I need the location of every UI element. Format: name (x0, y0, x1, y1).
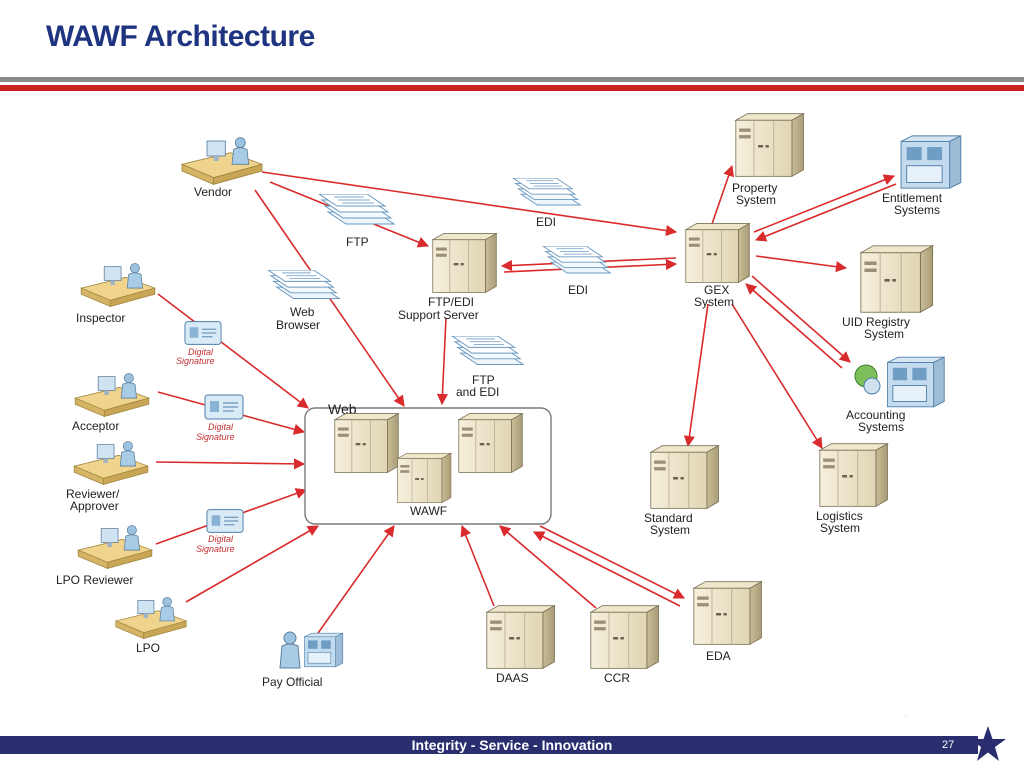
arrow-lpo-web (185, 525, 319, 603)
digital-signature-icon-2 (204, 394, 244, 420)
daas-server-icon (486, 605, 555, 669)
edi-mid-label: EDI (568, 283, 588, 297)
arrow-eda-web (533, 531, 681, 607)
signature-3-label-2: Signature (196, 544, 235, 554)
entitlement-label-1: Entitlement (882, 191, 943, 205)
entitlement-systems-icon (900, 135, 962, 189)
standard-label-2: System (650, 523, 690, 537)
web-browser-docs-icon (267, 270, 340, 300)
acceptor-icon (74, 373, 150, 417)
ftp-server-label-1: FTP/EDI (428, 295, 474, 309)
star-icon (970, 726, 1006, 761)
uid-label-1: UID Registry (842, 315, 910, 329)
standard-server-icon (650, 445, 719, 509)
ccr-label: CCR (604, 671, 630, 685)
standard-label-1: Standard (644, 511, 693, 525)
entitlement-label-2: Systems (894, 203, 940, 217)
slide-title: WAWF Architecture (46, 20, 315, 53)
uid-server-icon (860, 245, 934, 313)
arrow-pay-official-web (315, 525, 395, 637)
accounting-label-2: Systems (858, 420, 904, 434)
small-mark: · (904, 712, 907, 721)
footer-bar (0, 736, 978, 754)
ftp-edi-doc-label-1: FTP (472, 373, 495, 387)
eda-label: EDA (706, 649, 731, 663)
reviewer-label-1: Reviewer/ (66, 487, 120, 501)
arrow-inspector-web (157, 293, 309, 409)
header-rule-gray (0, 77, 1024, 82)
gex-server-icon (685, 223, 750, 283)
ftp-server-label-2: Support Server (398, 308, 479, 322)
signature-2-label-2: Signature (196, 432, 235, 442)
property-label-2: System (736, 193, 776, 207)
arrow-accounting-gex (745, 283, 843, 369)
web-browser-label-2: Browser (276, 318, 320, 332)
wawf-server-2 (458, 413, 523, 473)
ftp-edi-server-icon (432, 233, 497, 293)
reviewer-label-2: Approver (70, 499, 119, 513)
lpo-reviewer-label: LPO Reviewer (56, 573, 133, 587)
header-rule-red (0, 85, 1024, 91)
pay-official-icon (279, 631, 344, 669)
ftp-edi-docs-icon (451, 336, 524, 366)
gex-label-2: System (694, 295, 734, 309)
arrow-vendor-gex (261, 171, 678, 237)
acceptor-label: Acceptor (72, 419, 119, 433)
eda-server-icon (693, 581, 762, 645)
arrow-gex-property (711, 164, 735, 225)
wawf-label: WAWF (410, 504, 447, 518)
arrow-ccr-web (499, 525, 597, 609)
pay-official-label: Pay Official (262, 675, 322, 689)
arrow-entitlement-gex (754, 183, 897, 242)
inspector-label: Inspector (76, 311, 125, 325)
connection-arrows (155, 164, 897, 637)
lpo-icon (115, 597, 187, 639)
edi-top-label: EDI (536, 215, 556, 229)
digital-signature-icon-3 (206, 509, 244, 533)
signature-1-label-2: Signature (176, 356, 215, 366)
arrow-gex-entitlement (753, 174, 896, 233)
property-label-1: Property (732, 181, 777, 195)
signature-3-label-1: Digital (208, 534, 234, 544)
lpo-label: LPO (136, 641, 160, 655)
accounting-systems-icon (854, 356, 945, 408)
daas-label: DAAS (496, 671, 529, 685)
web-label: Web (328, 401, 357, 417)
web-browser-label-1: Web (290, 305, 315, 319)
arrow-gex-accounting (751, 275, 851, 363)
accounting-label-1: Accounting (846, 408, 905, 422)
digital-signature-icon-1 (184, 321, 222, 345)
arrow-gex-uid (755, 255, 848, 273)
arrow-daas-web (460, 524, 495, 607)
uid-label-2: System (864, 327, 904, 341)
footer-tagline: Integrity - Service - Innovation (411, 737, 613, 753)
vendor-label: Vendor (194, 185, 232, 199)
ftp-edi-doc-label-2: and EDI (456, 385, 499, 399)
vendor-icon (181, 137, 263, 185)
arrow-gex-standard (683, 303, 709, 448)
arrow-ftp-server-web (436, 317, 449, 406)
wawf-server-1 (334, 413, 399, 473)
logistics-server-icon (819, 443, 888, 507)
ftp-doc-label: FTP (346, 235, 369, 249)
arrow-web-eda (539, 525, 686, 599)
wawf-server-3 (397, 452, 452, 504)
edi-docs-top-icon (512, 178, 581, 206)
ccr-server-icon (590, 605, 659, 669)
signature-1-label-1: Digital (188, 347, 214, 357)
logistics-label-1: Logistics (816, 509, 863, 523)
arrow-reviewer-web (155, 458, 306, 470)
logistics-label-2: System (820, 521, 860, 535)
inspector-icon (80, 263, 156, 307)
ftp-docs-icon (318, 194, 395, 225)
reviewer-approver-icon (73, 441, 149, 485)
lpo-reviewer-icon (77, 525, 153, 569)
arrow-gex-logistics (731, 303, 823, 449)
property-server-icon (735, 113, 804, 177)
page-number: 27 (942, 739, 955, 751)
signature-2-label-1: Digital (208, 422, 234, 432)
gex-label-1: GEX (704, 283, 729, 297)
